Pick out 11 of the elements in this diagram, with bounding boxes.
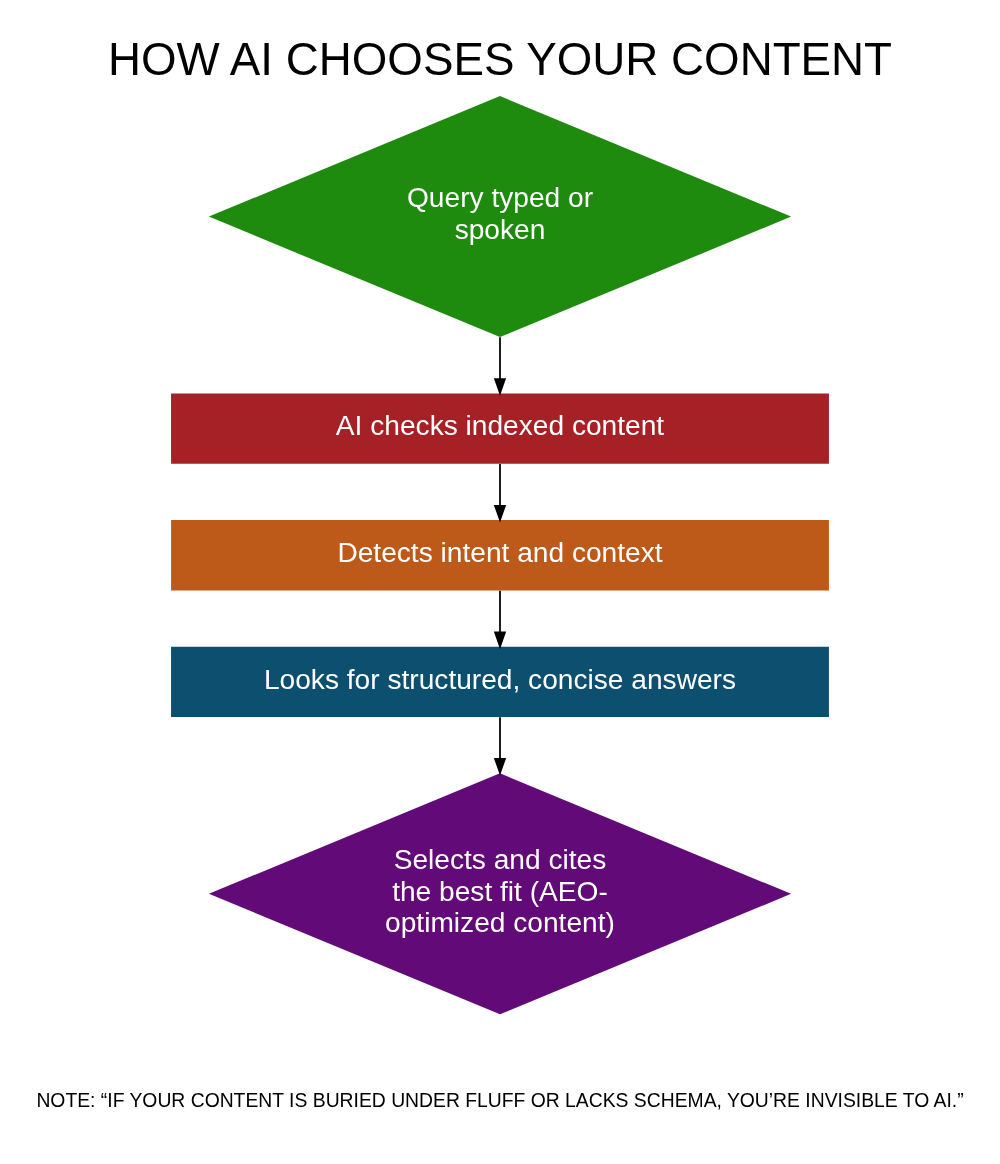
node-diamond: Selects and cites the best fit (AEO-optimized content) [208, 772, 792, 1014]
arrow [493, 715, 507, 776]
node-box: Looks for structured, concise answers [171, 646, 829, 717]
arrow [493, 589, 507, 649]
arrow [493, 335, 507, 396]
node-box: AI checks indexed content [171, 392, 829, 464]
label: NOTE: “IF YOUR CONTENT IS BURIED UNDER FLUFF OR LACKS SCHEMA, YOU’RE INVISIBLE TO AI.” [36, 1088, 964, 1111]
node-diamond: Query typed or spoken [208, 95, 792, 337]
diagram-title: HOW AI CHOOSES YOUR CONTENT [107, 33, 893, 85]
arrow [493, 462, 507, 523]
node-box: Detects intent and context [171, 519, 829, 590]
